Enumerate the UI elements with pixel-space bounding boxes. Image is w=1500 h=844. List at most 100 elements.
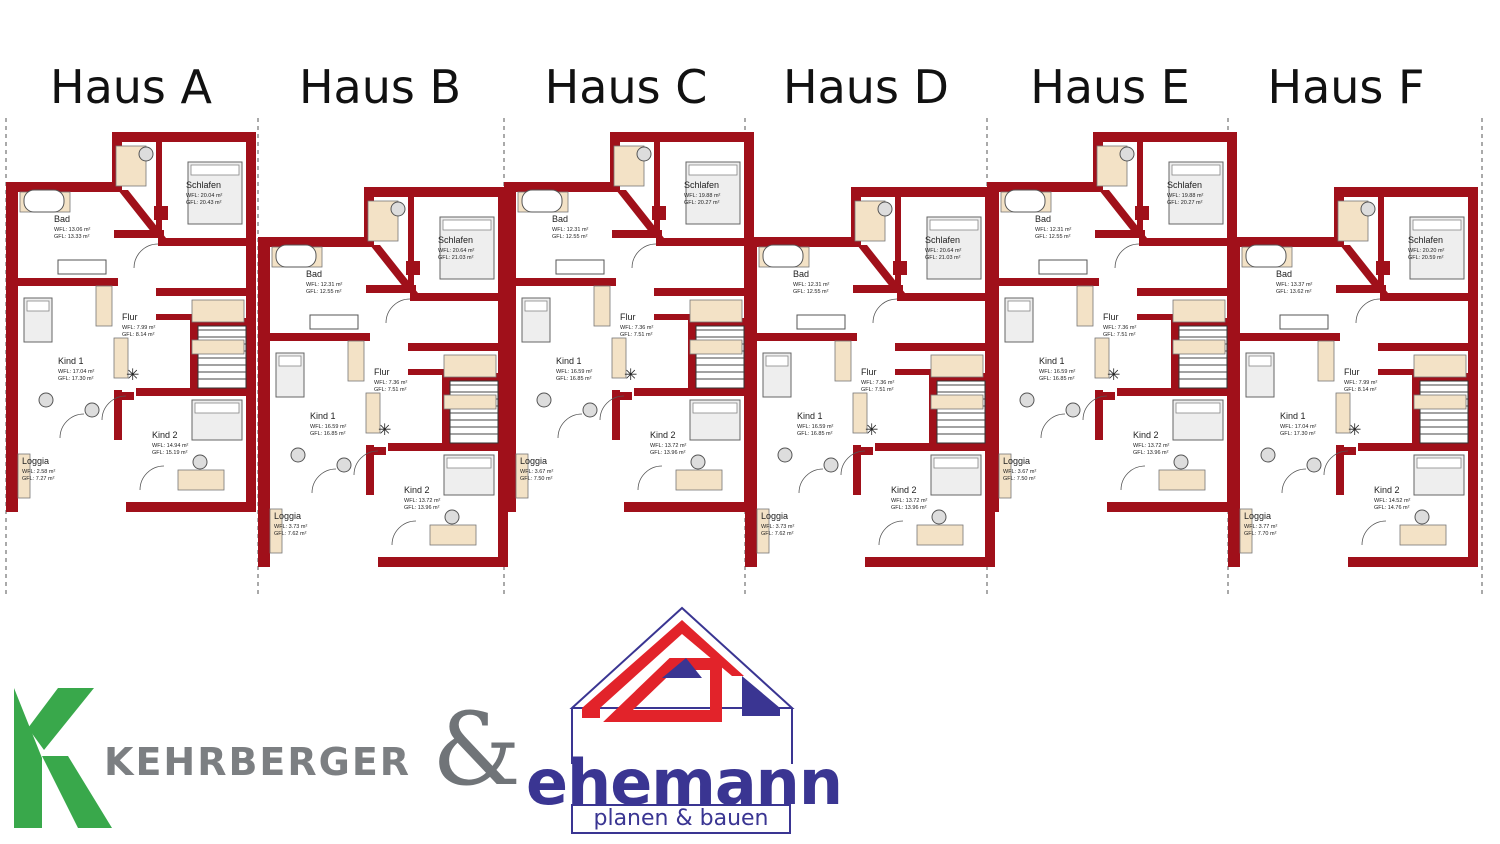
- wall: [118, 190, 166, 238]
- wall: [246, 132, 256, 512]
- room-gfl: GFL: 7.62 m²: [274, 531, 307, 537]
- room-wfl: WFL: 12.31 m²: [1035, 227, 1072, 233]
- wall: [624, 502, 754, 512]
- plant-icon: ✳: [126, 367, 139, 384]
- chair: [1306, 457, 1322, 473]
- pillow: [1175, 402, 1221, 414]
- room-name: Flur: [122, 312, 138, 322]
- room-name: Schlafen: [186, 180, 221, 190]
- room-wfl: WFL: 20.64 m²: [925, 248, 962, 254]
- wall: [6, 182, 114, 192]
- door-swing: [101, 395, 127, 421]
- door-swing: [840, 450, 866, 476]
- staircase: [449, 380, 499, 444]
- chair: [1119, 146, 1135, 162]
- room-gfl: GFL: 16.85 m²: [1039, 376, 1075, 382]
- chair: [290, 447, 306, 463]
- furniture: [852, 392, 868, 434]
- bathtub: [23, 189, 65, 213]
- pillow: [1412, 219, 1462, 231]
- house-title-b: Haus B: [298, 60, 462, 114]
- room-gfl: GFL: 20.43 m²: [186, 200, 222, 206]
- furniture: [443, 394, 497, 410]
- wall: [18, 278, 118, 286]
- sink-counter: [555, 259, 605, 275]
- pillow: [446, 457, 492, 469]
- chair: [1019, 392, 1035, 408]
- wall: [851, 187, 993, 197]
- room-wfl: WFL: 13.37 m²: [1276, 282, 1313, 288]
- furniture: [1094, 337, 1110, 379]
- room-name: Kind 2: [152, 430, 178, 440]
- wall: [610, 132, 752, 142]
- room-gfl: GFL: 12.55 m²: [306, 289, 342, 295]
- pillow: [1248, 355, 1272, 367]
- door-swing: [1120, 465, 1146, 491]
- wall: [879, 557, 889, 567]
- room-name: Flur: [861, 367, 877, 377]
- wall: [1121, 502, 1131, 512]
- wall: [1340, 245, 1388, 293]
- door-swing: [59, 413, 85, 439]
- chair: [84, 402, 100, 418]
- room-gfl: GFL: 21.03 m²: [438, 255, 474, 261]
- room-wfl: WFL: 13.72 m²: [891, 498, 928, 504]
- room-gfl: GFL: 13.62 m²: [1276, 289, 1312, 295]
- room-wfl: WFL: 13.06 m²: [54, 227, 91, 233]
- chair: [336, 457, 352, 473]
- chair: [582, 402, 598, 418]
- room-wfl: WFL: 2.58 m²: [22, 469, 55, 475]
- room-gfl: GFL: 7.51 m²: [374, 387, 407, 393]
- wall: [388, 443, 500, 451]
- wall: [1107, 502, 1237, 512]
- stair-outline: [695, 325, 745, 389]
- room-wfl: WFL: 3.77 m²: [1244, 524, 1277, 530]
- wall: [156, 288, 248, 296]
- wall: [616, 190, 664, 238]
- staircase: [936, 380, 986, 444]
- wall: [392, 557, 402, 567]
- kehrberger-logo-mark: [14, 688, 112, 828]
- room-name: Bad: [793, 269, 809, 279]
- chair: [1065, 402, 1081, 418]
- wall: [895, 343, 987, 351]
- ampersand: &: [432, 691, 522, 808]
- wall: [1378, 187, 1384, 287]
- wall: [1099, 190, 1147, 238]
- room-wfl: WFL: 16.59 m²: [556, 369, 593, 375]
- wall: [1348, 557, 1478, 567]
- door-swing: [391, 520, 417, 546]
- furniture: [998, 453, 1012, 499]
- wall: [1380, 293, 1470, 301]
- pillow: [190, 164, 240, 176]
- door-swing: [1082, 395, 1108, 421]
- wall: [853, 285, 903, 293]
- wall: [114, 230, 164, 238]
- furniture: [347, 340, 365, 382]
- wall: [634, 388, 746, 396]
- wall: [654, 314, 694, 320]
- bathtub: [762, 244, 804, 268]
- room-wfl: WFL: 7.36 m²: [374, 380, 407, 386]
- room-wfl: WFL: 20.20 m²: [1408, 248, 1445, 254]
- stair-outline: [1178, 325, 1228, 389]
- wall: [136, 388, 248, 396]
- room-gfl: GFL: 7.50 m²: [520, 476, 553, 482]
- room-gfl: GFL: 16.85 m²: [797, 431, 833, 437]
- wall: [1378, 369, 1418, 375]
- wall: [1117, 388, 1229, 396]
- door-swing: [637, 465, 663, 491]
- room-name: Loggia: [1244, 511, 1271, 521]
- bathtub: [1004, 189, 1046, 213]
- wall: [366, 445, 374, 495]
- room-wfl: WFL: 3.67 m²: [520, 469, 553, 475]
- room-gfl: GFL: 12.55 m²: [1035, 234, 1071, 240]
- furniture: [593, 285, 611, 327]
- room-gfl: GFL: 13.96 m²: [891, 505, 927, 511]
- staircase: [197, 325, 247, 389]
- wall: [745, 237, 757, 567]
- furniture: [689, 299, 743, 323]
- room-gfl: GFL: 7.51 m²: [1103, 332, 1136, 338]
- wall: [612, 230, 662, 238]
